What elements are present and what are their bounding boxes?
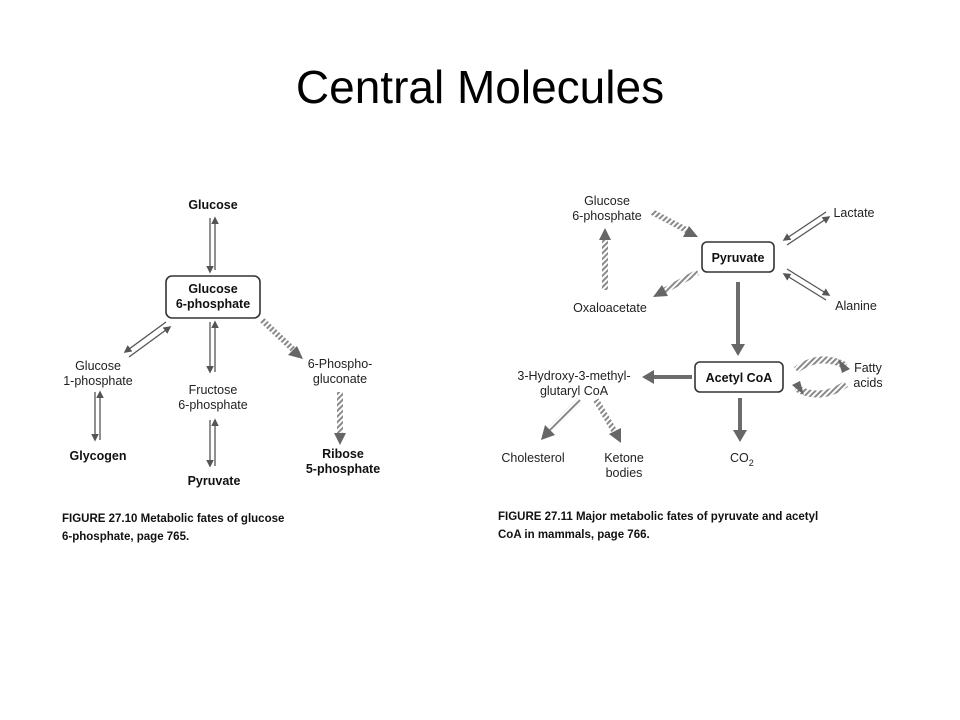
- label-alanine: Alanine: [835, 299, 877, 313]
- arrow-head-fatty-bottom: [792, 381, 804, 395]
- arrow-head-fatty-top: [838, 359, 850, 373]
- label-hmg-line2: glutaryl CoA: [540, 384, 609, 398]
- label-ribose-line1: Ribose: [322, 447, 364, 461]
- figure-27-10: Glucose Glucose 6-phosphate Glucose 1-ph…: [62, 198, 380, 543]
- label-fatty-line2: acids: [853, 376, 882, 390]
- arrow-head-pyruvate-oxaloacetate: [653, 285, 668, 297]
- arrow-pyruvate-to-oxaloacetate: [660, 269, 700, 295]
- arrow-head-acetylcoa: [731, 344, 745, 356]
- label-co2-sub: 2: [749, 458, 754, 468]
- label-hmg-line1: 3-Hydroxy-3-methyl-: [517, 369, 630, 383]
- arrow-head-ribose: [334, 433, 346, 445]
- label-co2-text: CO: [730, 451, 749, 465]
- arrow-head-cholesterol: [541, 425, 555, 440]
- label-ribose-line2: 5-phosphate: [306, 462, 380, 476]
- arrow-fatty-to-acetylcoa: [794, 381, 848, 398]
- arrow-head-co2: [733, 430, 747, 442]
- label-lactate: Lactate: [833, 206, 874, 220]
- arrow-pyruvate-to-alanine: [786, 268, 831, 296]
- arrow-head-oxaloacetate-g6p: [599, 228, 611, 240]
- box-glucose-6-phosphate: [165, 275, 261, 319]
- label-phosphogluconate-line1: 6-Phospho-: [308, 357, 373, 371]
- label-g6p-line2: 6-phosphate: [176, 297, 250, 311]
- figure-27-11: Glucose 6-phosphate Lactate Pyruvate Oxa…: [498, 194, 883, 541]
- arrow-acetylcoa-to-fatty: [793, 356, 848, 373]
- arrow-head-phosphogluconate: [288, 346, 303, 359]
- label-g6p-line2: 6-phosphate: [572, 209, 642, 223]
- label-g6p-line1: Glucose: [584, 194, 630, 208]
- label-co2: CO2: [730, 451, 754, 468]
- arrow-g6p-to-phosphogluconate: [259, 317, 301, 357]
- label-g6p-line1: Glucose: [188, 282, 237, 296]
- label-g1p-line1: Glucose: [75, 359, 121, 373]
- arrow-hmg-to-ketone: [593, 398, 619, 436]
- arrow-pyruvate-to-lactate: [786, 216, 831, 246]
- box-acetyl-coa: [694, 361, 784, 393]
- arrow-alanine-to-pyruvate: [782, 273, 827, 301]
- caption-figure-27-11-line1: FIGURE 27.11 Major metabolic fates of py…: [498, 511, 818, 523]
- arrow-g1p-to-g6p: [128, 326, 172, 358]
- caption-figure-27-10-line1: FIGURE 27.10 Metabolic fates of glucose: [62, 513, 284, 525]
- label-glucose: Glucose: [188, 198, 237, 212]
- label-cholesterol: Cholesterol: [501, 451, 564, 465]
- arrow-hmg-to-cholesterol: [545, 397, 583, 435]
- box-pyruvate: [701, 241, 775, 273]
- arrow-lactate-to-pyruvate: [782, 211, 827, 241]
- slide-title: Central Molecules: [295, 61, 665, 113]
- caption-figure-27-11-line2: CoA in mammals, page 766.: [498, 529, 650, 541]
- label-g1p-line2: 1-phosphate: [63, 374, 133, 388]
- caption-figure-27-10-line2: 6-phosphate, page 765.: [62, 531, 189, 543]
- label-pyruvate: Pyruvate: [712, 251, 765, 265]
- label-phosphogluconate-line2: gluconate: [313, 372, 367, 386]
- label-f6p-line2: 6-phosphate: [178, 398, 248, 412]
- label-pyruvate: Pyruvate: [188, 474, 241, 488]
- label-acetyl-coa: Acetyl CoA: [706, 371, 773, 385]
- arrow-head-hmgcoa: [642, 370, 654, 384]
- label-glycogen: Glycogen: [70, 449, 127, 463]
- label-f6p-line1: Fructose: [189, 383, 238, 397]
- arrow-g6p-to-pyruvate: [650, 209, 692, 235]
- label-oxaloacetate: Oxaloacetate: [573, 301, 647, 315]
- label-ketone-line2: bodies: [606, 466, 643, 480]
- label-ketone-line1: Ketone: [604, 451, 644, 465]
- label-fatty-line1: Fatty: [854, 361, 883, 375]
- arrow-head-g6p-pyruvate: [683, 226, 698, 237]
- arrow-g6p-to-g1p: [123, 321, 167, 353]
- arrow-head-ketone: [609, 428, 621, 443]
